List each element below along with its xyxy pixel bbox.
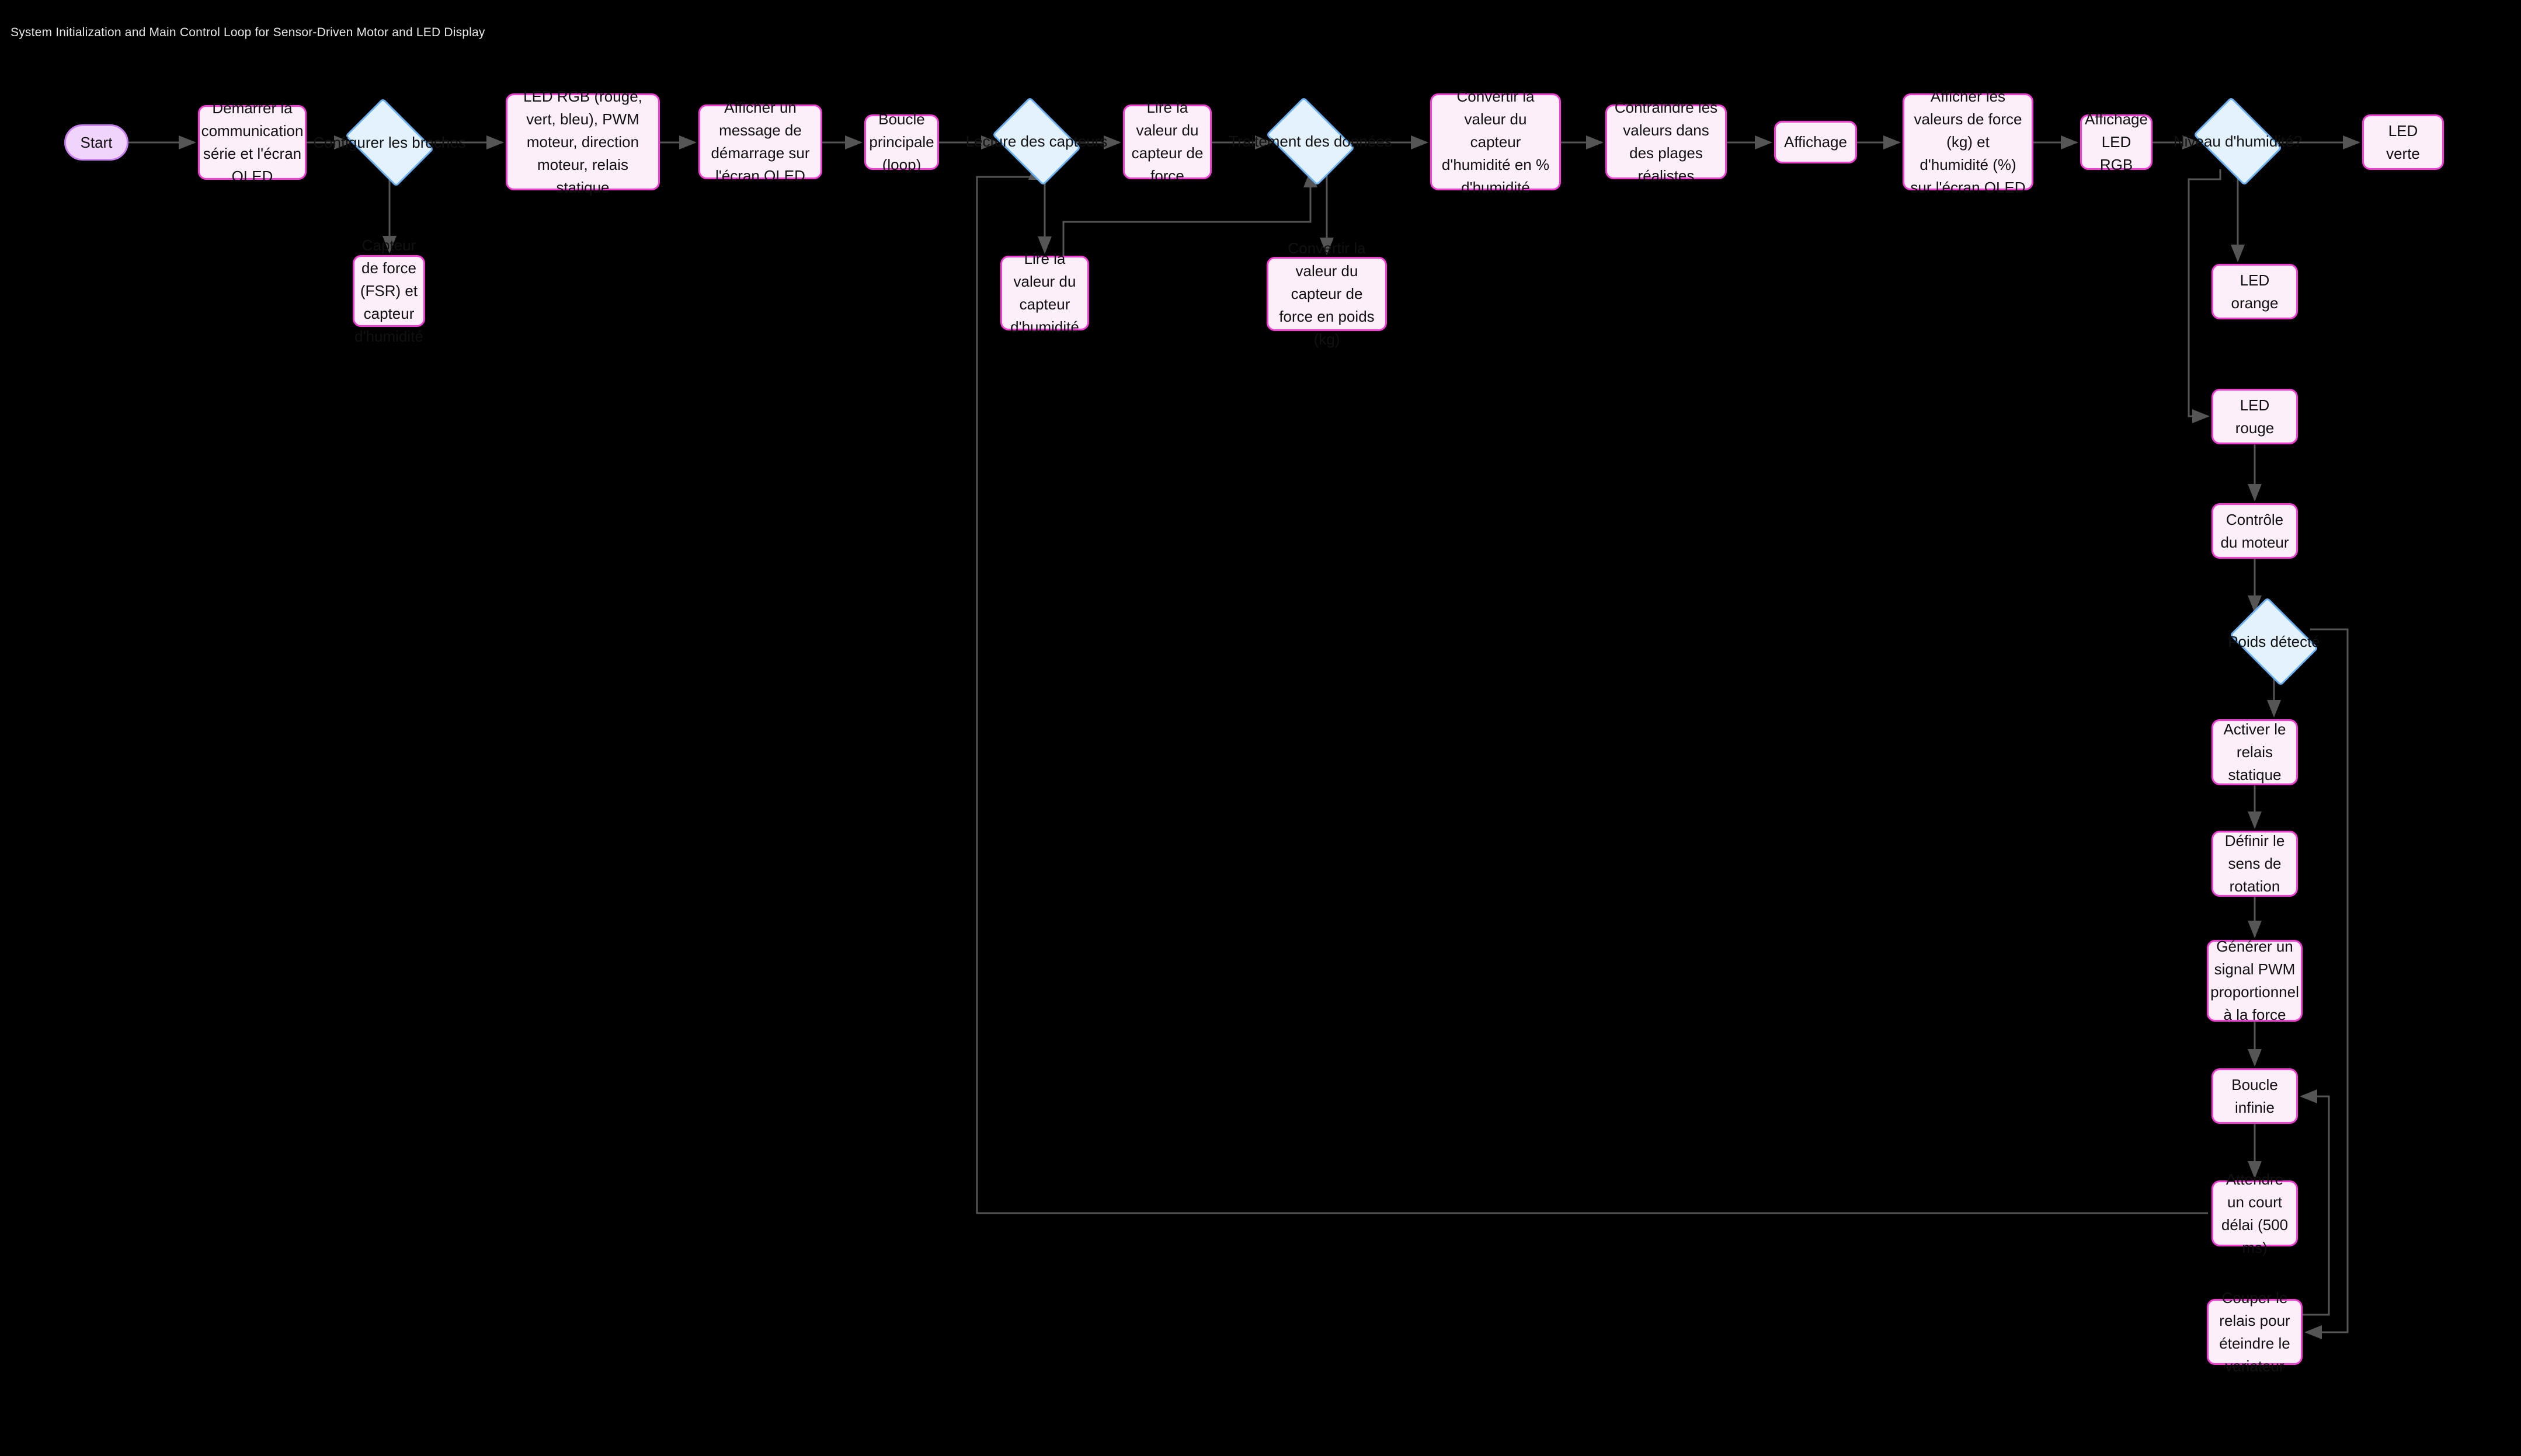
node-label: Configurer les broches bbox=[313, 133, 466, 151]
node-label: Définir le sens de rotation bbox=[2224, 832, 2285, 895]
node-label: Afficher les valeurs de force (kg) et d'… bbox=[1910, 87, 2026, 196]
node-label: Affichage bbox=[1784, 133, 1847, 151]
node-led-orange[interactable]: LED orange bbox=[2211, 264, 2298, 319]
edge-readhum-processdata bbox=[1062, 170, 1317, 256]
node-controle-moteur[interactable]: Contrôle du moteur bbox=[2211, 503, 2298, 559]
node-label: Attendre un court délai (500 ms) bbox=[2221, 1170, 2289, 1256]
node-boucle-principale[interactable]: Boucle principale (loop) bbox=[864, 110, 939, 173]
edge-weightdet-relayoff bbox=[2304, 628, 2349, 1339]
node-label: Lire la valeur du capteur de force bbox=[1131, 99, 1204, 184]
node-start[interactable]: Start bbox=[64, 124, 128, 161]
node-afficher-message-demarrage[interactable]: Afficher un message de démarrage sur l'é… bbox=[698, 99, 822, 184]
node-convertir-force-poids[interactable]: Convertir la valeur du capteur de force … bbox=[1267, 239, 1387, 348]
node-afficher-valeurs-oled[interactable]: Afficher les valeurs de force (kg) et d'… bbox=[1903, 88, 2033, 196]
node-label: Démarrer la communication série et l'écr… bbox=[201, 99, 304, 185]
node-boucle-infinie[interactable]: Boucle infinie bbox=[2211, 1068, 2298, 1124]
node-poids-detecte[interactable]: Poids détecté bbox=[2228, 597, 2320, 687]
edge-delay-readsensors bbox=[976, 162, 2208, 1214]
node-capteur-force-humidite[interactable]: Capteur de force (FSR) et capteur d'humi… bbox=[353, 236, 425, 345]
node-label: Contraindre les valeurs dans des plages … bbox=[1614, 99, 1718, 184]
node-couper-relais-variateur[interactable]: Couper le relais pour éteindre le variat… bbox=[2207, 1289, 2303, 1375]
node-contraindre-valeurs[interactable]: Contraindre les valeurs dans des plages … bbox=[1605, 99, 1727, 184]
node-label: LED verte bbox=[2386, 121, 2420, 162]
node-label: Activer le relais statique bbox=[2223, 720, 2286, 783]
node-niveau-humidite[interactable]: Niveau d'humidité? bbox=[2174, 96, 2302, 186]
node-affichage-led-rgb[interactable]: Affichage LED RGB bbox=[2080, 110, 2153, 173]
node-label: Affichage LED RGB bbox=[2085, 110, 2148, 173]
node-configurer-broches[interactable]: Configurer les broches bbox=[313, 97, 466, 187]
node-lire-capteur-humidite[interactable]: Lire la valeur du capteur d'humidité bbox=[1000, 250, 1089, 336]
node-label: LED RGB (rouge, vert, bleu), PWM moteur,… bbox=[523, 87, 642, 196]
node-label: Poids détecté bbox=[2228, 632, 2320, 650]
node-label: Capteur de force (FSR) et capteur d'humi… bbox=[354, 236, 423, 345]
node-label: Générer un signal PWM proportionnel à la… bbox=[2210, 938, 2299, 1023]
diagram-title: System Initialization and Main Control L… bbox=[11, 26, 485, 39]
edge-humlevel-ledred bbox=[2188, 169, 2221, 423]
node-label: Afficher un message de démarrage sur l'é… bbox=[711, 99, 810, 184]
node-label: Lecture des capteurs bbox=[965, 132, 1108, 150]
node-label: Convertir la valeur du capteur d'humidit… bbox=[1441, 87, 1550, 196]
edge-relayoff-infloop bbox=[2300, 1089, 2330, 1316]
node-attendre-court-delai[interactable]: Attendre un court délai (500 ms) bbox=[2211, 1171, 2298, 1256]
node-definir-sens-rotation[interactable]: Définir le sens de rotation bbox=[2211, 831, 2298, 897]
node-led-rgb-pins[interactable]: LED RGB (rouge, vert, bleu), PWM moteur,… bbox=[506, 88, 660, 196]
node-generer-signal-pwm[interactable]: Générer un signal PWM proportionnel à la… bbox=[2207, 938, 2303, 1023]
node-label: Traitement des données bbox=[1229, 132, 1392, 150]
node-label: Start bbox=[80, 133, 113, 151]
node-convertir-humidite-pct[interactable]: Convertir la valeur du capteur d'humidit… bbox=[1430, 88, 1561, 196]
node-led-rouge[interactable]: LED rouge bbox=[2211, 389, 2298, 444]
node-label: LED rouge bbox=[2235, 396, 2275, 437]
node-traitement-donnees[interactable]: Traitement des données bbox=[1229, 96, 1392, 186]
node-label: Lire la valeur du capteur d'humidité bbox=[1010, 250, 1079, 336]
node-label: LED orange bbox=[2231, 271, 2279, 312]
node-label: Boucle principale (loop) bbox=[869, 110, 934, 173]
node-label: Convertir la valeur du capteur de force … bbox=[1279, 239, 1375, 348]
node-label: Contrôle du moteur bbox=[2220, 510, 2289, 551]
node-lire-capteur-force[interactable]: Lire la valeur du capteur de force bbox=[1123, 99, 1212, 184]
node-label: Couper le relais pour éteindre le variat… bbox=[2219, 1288, 2290, 1375]
node-activer-relais-statique[interactable]: Activer le relais statique bbox=[2211, 719, 2298, 785]
node-lecture-des-capteurs[interactable]: Lecture des capteurs bbox=[966, 96, 1107, 186]
node-label: Niveau d'humidité? bbox=[2173, 132, 2303, 150]
node-demarrer-communication[interactable]: Démarrer la communication série et l'écr… bbox=[198, 99, 307, 185]
node-label: Boucle infinie bbox=[2231, 1075, 2278, 1116]
node-affichage[interactable]: Affichage bbox=[1774, 121, 1857, 163]
node-led-verte[interactable]: LED verte bbox=[2362, 114, 2444, 170]
